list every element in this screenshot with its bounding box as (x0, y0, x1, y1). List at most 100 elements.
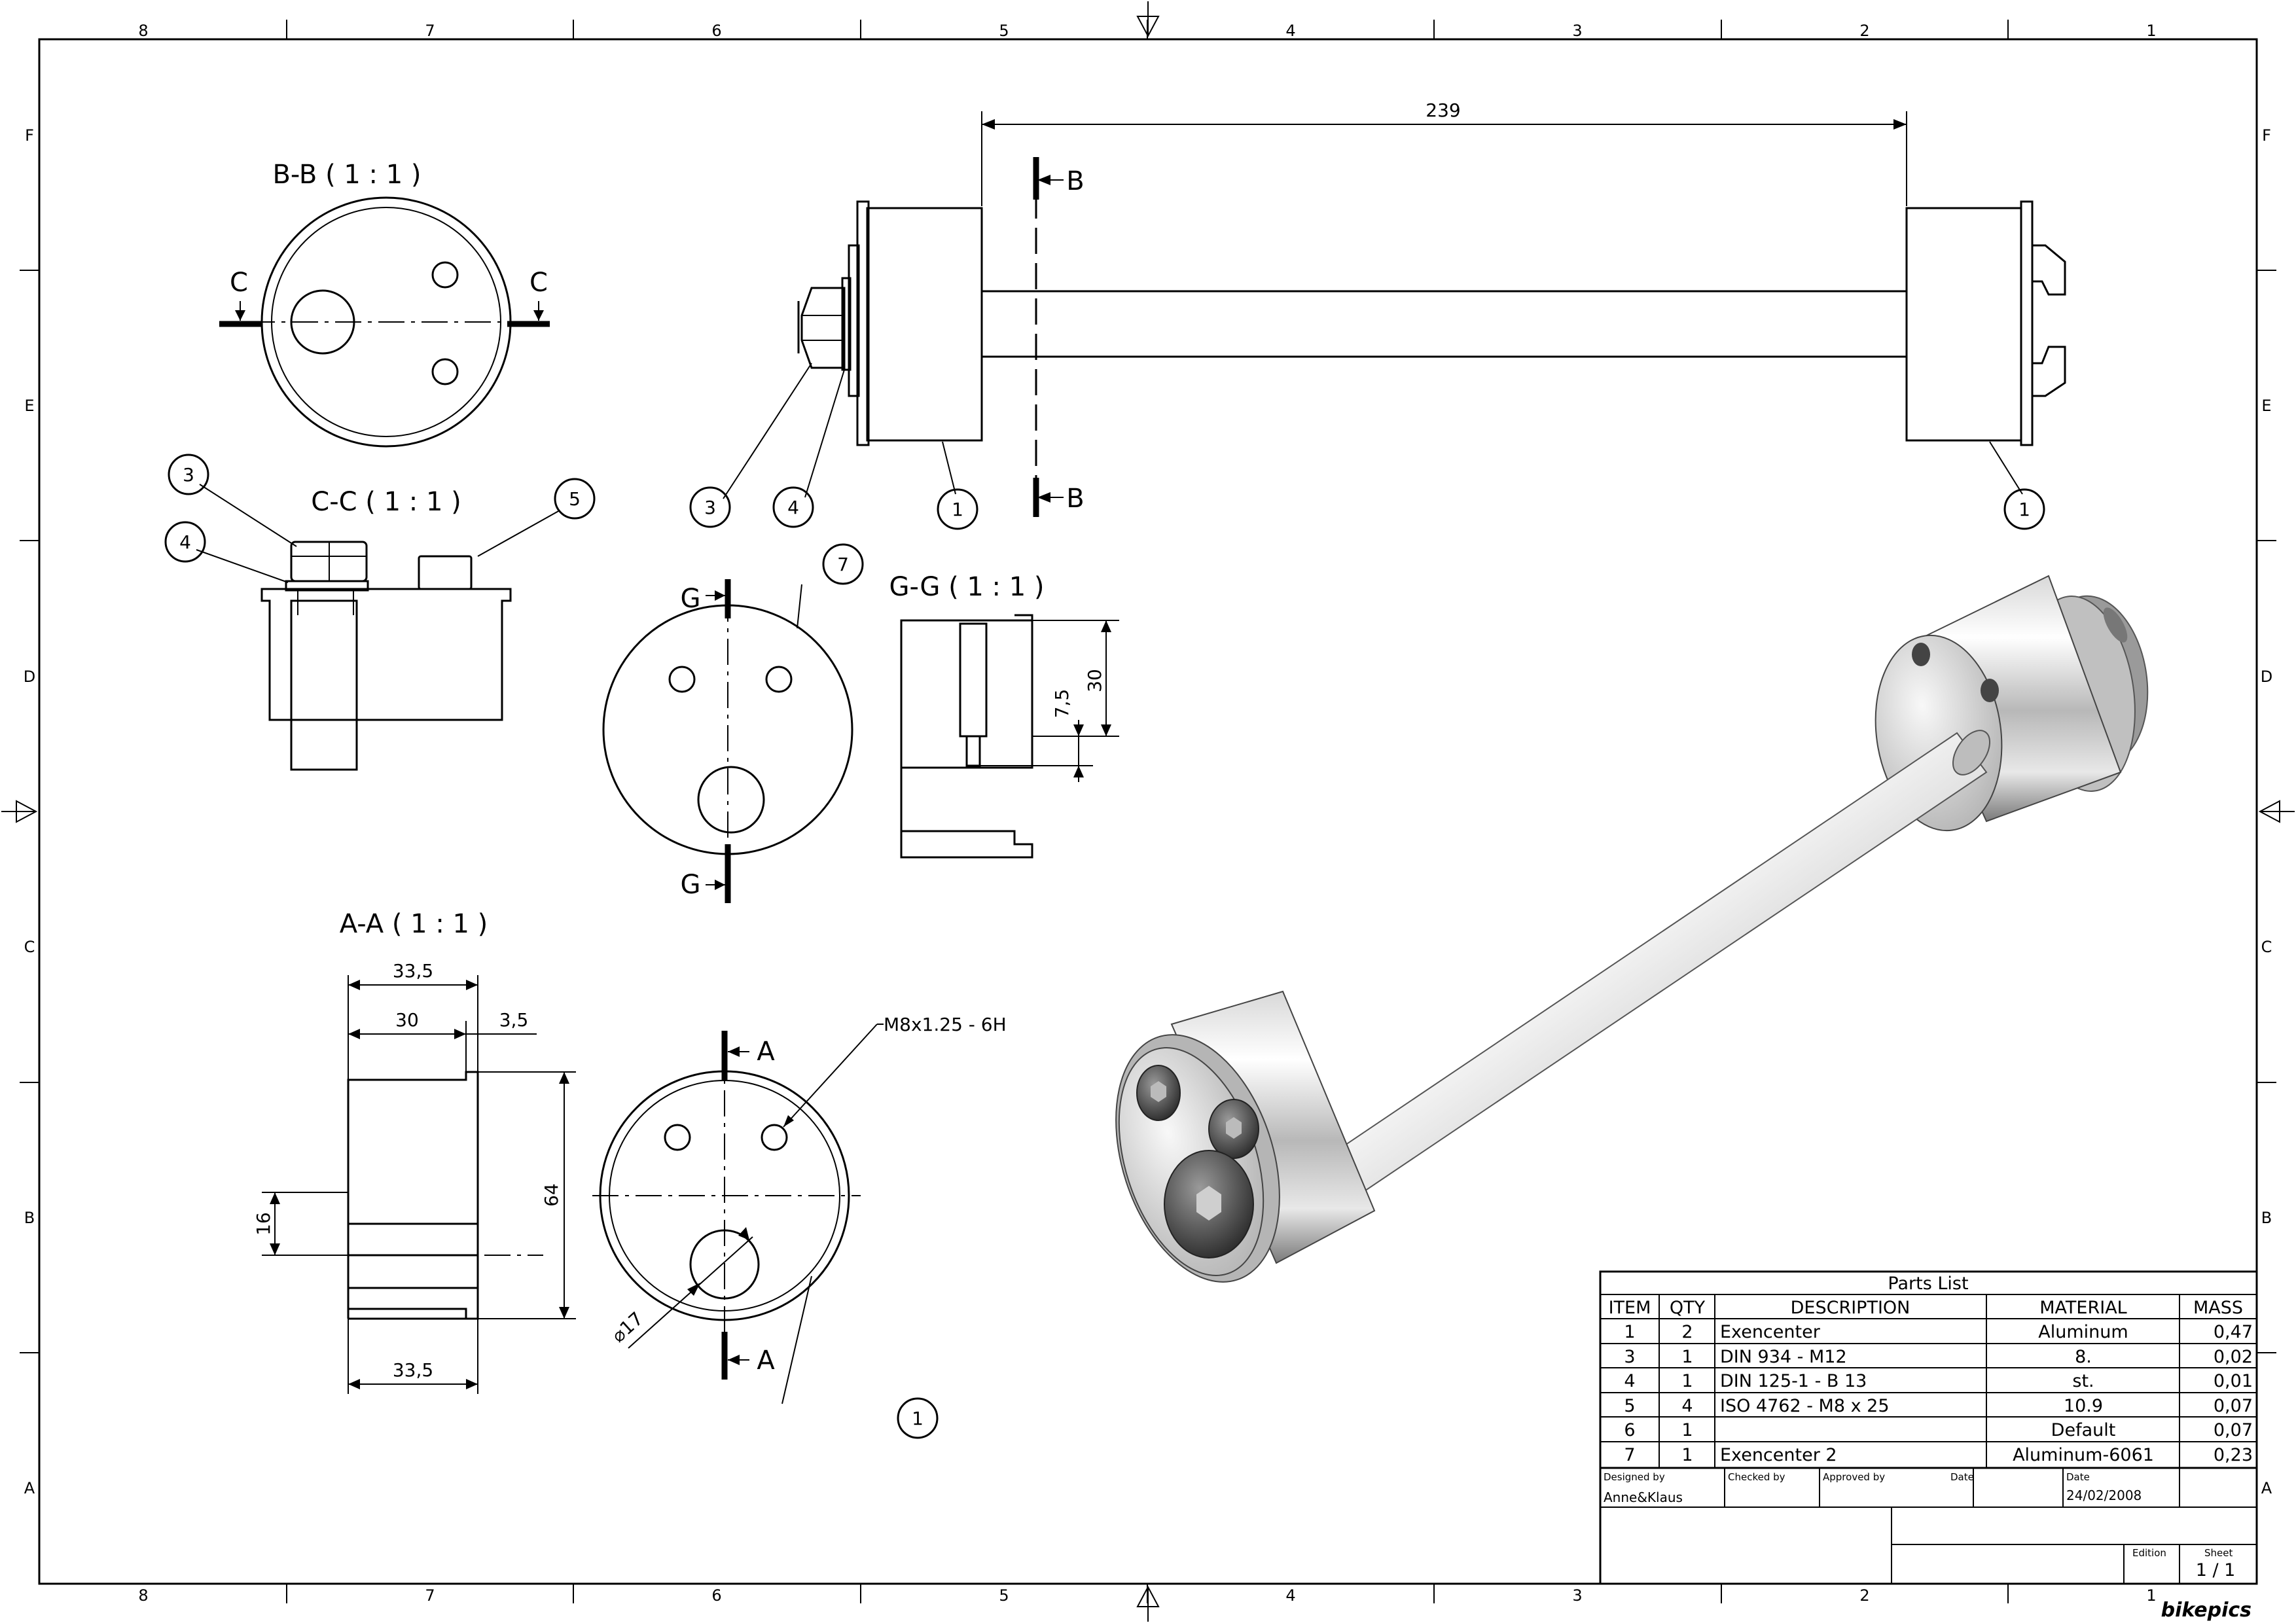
balloons: 3 4 5 7 1 3 4 1 1 (164, 454, 2045, 1439)
svg-text:Aluminum: Aluminum (2038, 1322, 2128, 1342)
svg-text:0,01: 0,01 (2214, 1371, 2253, 1391)
approved-by-label: Approved by (1823, 1471, 1885, 1483)
zone-row-label: A (24, 1479, 35, 1497)
svg-text:4: 4 (179, 531, 191, 553)
zone-row-label: C (24, 938, 35, 956)
zone-col-label: 1 (2146, 1586, 2156, 1605)
zone-col-label: 2 (1859, 1586, 1869, 1605)
zone-col-label: 8 (138, 22, 148, 40)
svg-text:1: 1 (1624, 1322, 1635, 1342)
thread-callout: M8x1.25 - 6H (884, 1014, 1007, 1035)
header-cell: DESCRIPTION (1791, 1298, 1910, 1318)
table-row: 3 1 DIN 934 - M12 8. 0,02 (1624, 1347, 2253, 1367)
svg-text:Exencenter: Exencenter (1720, 1322, 1821, 1342)
svg-text:2: 2 (1681, 1322, 1693, 1342)
checked-by-label: Checked by (1728, 1471, 1785, 1483)
zone-labels-bottom: 8 7 6 5 4 3 2 1 (138, 1586, 2156, 1605)
zone-row-label: E (24, 397, 34, 415)
zone-row-label: D (2261, 668, 2272, 686)
table-row: 7 1 Exencenter 2 Aluminum-6061 0,23 (1624, 1445, 2253, 1465)
dimension-7-5: 7,5 (1051, 689, 1073, 719)
svg-text:4: 4 (787, 497, 799, 518)
svg-text:7: 7 (837, 554, 849, 575)
svg-text:DIN 934 - M12: DIN 934 - M12 (1720, 1347, 1847, 1367)
balloon-item-4: 4 (164, 521, 206, 563)
zone-col-label: 5 (999, 1586, 1009, 1605)
dimension-30: 30 (395, 1009, 419, 1031)
svg-text:0,07: 0,07 (2214, 1420, 2253, 1440)
view-main-assembly: 239 B B (797, 99, 2066, 517)
section-letter-c: C (230, 268, 248, 298)
svg-text:5: 5 (1624, 1396, 1635, 1416)
balloon-item-3: 3 (168, 454, 209, 495)
svg-text:Exencenter 2: Exencenter 2 (1720, 1445, 1837, 1465)
iso-left-hub (1115, 990, 1376, 1283)
zone-labels-left: F E D C B A (24, 126, 35, 1497)
svg-text:1: 1 (2018, 499, 2030, 520)
header-cell: MATERIAL (2039, 1298, 2126, 1318)
view-g-front: G G (602, 579, 853, 903)
view-bb: B-B ( 1 : 1 ) C C (219, 160, 550, 448)
balloon-item-1: 1 (2003, 488, 2045, 530)
balloon-item-5: 5 (554, 478, 596, 520)
svg-text:6: 6 (1624, 1420, 1635, 1440)
sheet-label: Sheet (2204, 1547, 2233, 1559)
view-title: C-C ( 1 : 1 ) (311, 487, 461, 517)
dimension-64: 64 (541, 1183, 562, 1207)
zone-labels-top: 8 7 6 5 4 3 2 1 (138, 22, 2156, 40)
balloon-item-7: 7 (822, 543, 864, 585)
section-letter-g: G (681, 870, 701, 900)
view-aa: A-A ( 1 : 1 ) 33,5 (253, 909, 576, 1394)
table-row: 6 1 Default 0,07 (1624, 1420, 2253, 1440)
watermark: bikepics (2161, 1599, 2251, 1622)
svg-text:1: 1 (952, 499, 963, 520)
zone-col-label: 7 (425, 22, 435, 40)
svg-text:8.: 8. (2075, 1347, 2092, 1367)
balloon-item-1: 1 (937, 488, 978, 530)
svg-text:0,07: 0,07 (2214, 1396, 2253, 1416)
svg-text:Aluminum-6061: Aluminum-6061 (2013, 1445, 2154, 1465)
dimension-diameter: ⌀17 (607, 1308, 647, 1347)
zone-col-label: 4 (1285, 22, 1295, 40)
date-value: 24/02/2008 (2066, 1488, 2142, 1503)
zone-col-label: 7 (425, 1586, 435, 1605)
svg-text:DIN 125-1 - B 13: DIN 125-1 - B 13 (1720, 1371, 1867, 1391)
section-letter-c: C (529, 268, 548, 298)
balloon-item-3: 3 (689, 486, 731, 528)
parts-list-title: Parts List (1888, 1274, 1968, 1294)
date-label: Date (1950, 1471, 1974, 1483)
dimension-33-5-bottom: 33,5 (393, 1359, 433, 1381)
sheet-value: 1 / 1 (2196, 1560, 2236, 1580)
view-gg: G-G ( 1 : 1 ) 30 7,5 (889, 572, 1119, 859)
table-row: 5 4 ISO 4762 - M8 x 25 10.9 0,07 (1624, 1396, 2253, 1416)
svg-text:1: 1 (1681, 1420, 1693, 1440)
zone-labels-right: F E D C B A (2261, 126, 2272, 1497)
view-cc: C-C ( 1 : 1 ) (260, 487, 512, 771)
svg-text:4: 4 (1681, 1396, 1693, 1416)
view-title: A-A ( 1 : 1 ) (340, 909, 488, 939)
title-block: Designed by Anne&Klaus Checked by Approv… (1599, 1467, 2258, 1585)
svg-text:10.9: 10.9 (2064, 1396, 2103, 1416)
balloon-item-1: 1 (897, 1397, 939, 1439)
section-letter-g: G (681, 584, 701, 614)
zone-col-label: 5 (999, 22, 1009, 40)
date-label: Date (2066, 1471, 2090, 1483)
svg-text:0,47: 0,47 (2214, 1322, 2253, 1342)
zone-col-label: 4 (1285, 1586, 1295, 1605)
zone-col-label: 6 (711, 1586, 721, 1605)
zone-row-label: B (24, 1209, 35, 1227)
header-cell: ITEM (1609, 1298, 1651, 1318)
svg-text:Default: Default (2051, 1420, 2116, 1440)
section-letter-b: B (1066, 166, 1084, 196)
balloon-item-4: 4 (772, 486, 814, 528)
table-row: 1 2 Exencenter Aluminum 0,47 (1624, 1322, 2253, 1342)
zone-row-label: F (25, 126, 34, 145)
svg-text:3: 3 (183, 464, 194, 486)
svg-text:1: 1 (1681, 1445, 1693, 1465)
zone-col-label: 3 (1572, 1586, 1582, 1605)
zone-col-label: 1 (2146, 22, 2156, 40)
dimension-33-5-top: 33,5 (393, 960, 433, 982)
balloon-leaders (196, 363, 2023, 1404)
